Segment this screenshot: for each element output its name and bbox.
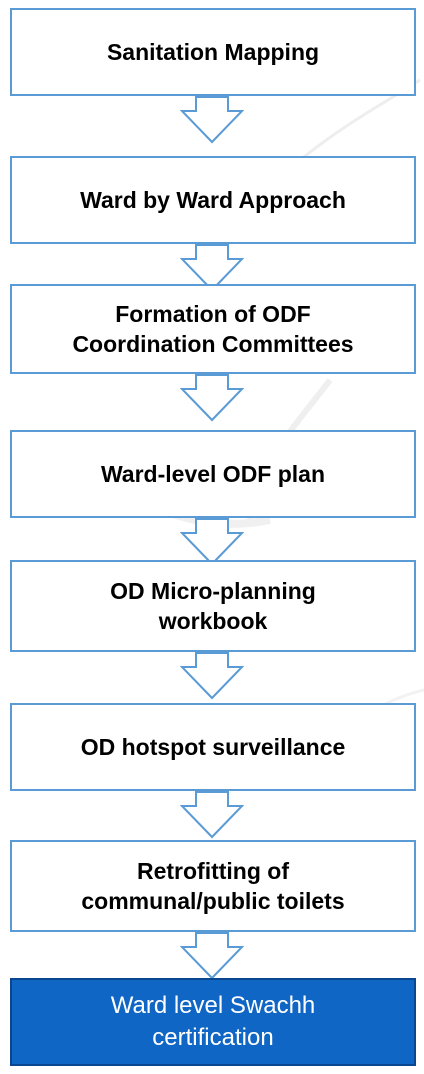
final-step-box: Ward level Swachh certification <box>10 978 416 1066</box>
step-box-7: Retrofitting of communal/public toilets <box>10 840 416 932</box>
down-arrow-icon <box>180 791 244 839</box>
down-arrow-icon <box>180 652 244 700</box>
step-box-5: OD Micro-planning workbook <box>10 560 416 652</box>
down-arrow-icon <box>180 518 244 566</box>
step-box-3: Formation of ODF Coordination Committees <box>10 284 416 374</box>
step-box-1: Sanitation Mapping <box>10 8 416 96</box>
down-arrow-icon <box>180 374 244 422</box>
step-box-2: Ward by Ward Approach <box>10 156 416 244</box>
step-label-4: Ward-level ODF plan <box>100 460 326 487</box>
step-label-2: Ward by Ward Approach <box>80 186 346 213</box>
down-arrow-icon <box>180 244 244 292</box>
step-label-6: OD hotspot surveillance <box>80 733 346 760</box>
final-step-label: Ward level Swachh certification <box>110 992 316 1051</box>
down-arrow-icon <box>180 932 244 980</box>
step-label-7: Retrofitting of communal/public toilets <box>81 857 345 914</box>
step-box-6: OD hotspot surveillance <box>10 703 416 791</box>
step-label-5: OD Micro-planning workbook <box>110 577 316 634</box>
step-label-1: Sanitation Mapping <box>106 38 320 65</box>
step-box-4: Ward-level ODF plan <box>10 430 416 518</box>
down-arrow-icon <box>180 96 244 144</box>
step-label-3: Formation of ODF Coordination Committees <box>72 300 354 357</box>
